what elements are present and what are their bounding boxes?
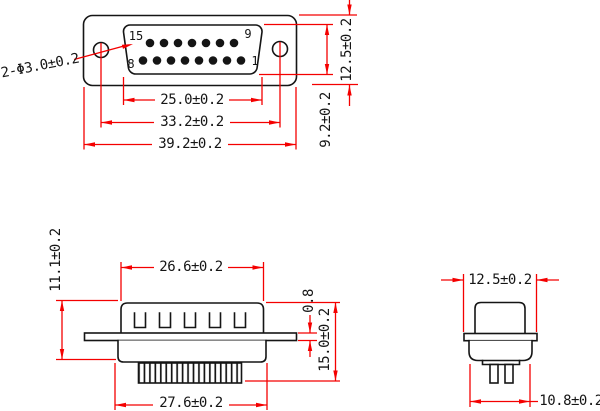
end-pin-left: [489, 363, 499, 384]
pin-dots-row-bottom: [138, 56, 246, 65]
dim-label-upper-height: 11.1±0.2: [48, 228, 64, 292]
pin-dots-row-top: [145, 38, 239, 48]
dim-pin-span: [122, 77, 263, 105]
dim-body-width-side: [114, 363, 268, 410]
side-shell-outline: [120, 302, 265, 336]
end-pin-pedestal: [481, 359, 521, 366]
pin-number-15: 15: [128, 29, 144, 43]
dim-label-flange-width-end: 12.5±0.2: [468, 272, 532, 288]
front-view-dimensions: [73, 0, 358, 150]
dim-shell-height: [259, 23, 333, 76]
dim-total-height: [245, 301, 340, 382]
dim-label-overall-width: 39.2±0.2: [158, 136, 222, 152]
end-view-dimensions: [441, 274, 559, 407]
dim-hole-span: [100, 42, 281, 128]
dim-label-hole-span: 33.2±0.2: [160, 114, 224, 130]
end-pin-right: [504, 363, 514, 384]
end-view-outline: [463, 301, 538, 384]
dim-label-shell-height: 9.2±0.2: [318, 92, 334, 148]
dim-label-body-width-side: 27.6±0.2: [159, 395, 223, 411]
pin-number-1: 1: [251, 54, 259, 68]
dim-upper-height: [56, 299, 118, 361]
dim-flange-thickness: [298, 315, 317, 357]
d-shell-outline: [122, 24, 263, 75]
dim-label-pin-span: 25.0±0.2: [160, 92, 224, 108]
end-shell-outline: [474, 301, 526, 335]
side-view-dimensions: [56, 262, 340, 410]
pin-number-9: 9: [244, 27, 252, 41]
dim-label-flange-thickness: 0.8: [301, 289, 317, 313]
side-contact-slots: [133, 312, 247, 329]
dim-flange-width-end: [441, 274, 559, 332]
dim-shell-width: [120, 262, 265, 301]
dim-label-total-height: 15.0±0.2: [317, 308, 333, 372]
side-pin-row-hatched: [137, 362, 243, 384]
dim-label-flange-height: 12.5±0.2: [339, 18, 355, 82]
dim-flange-height: [299, 0, 358, 106]
end-flange-plate: [463, 332, 538, 342]
dim-overall-width: [83, 87, 297, 150]
front-view-outline: [82, 14, 298, 87]
side-flange-plate: [83, 332, 298, 342]
side-insulator-body: [117, 339, 267, 363]
hole-note-leader: [73, 44, 133, 61]
dim-label-body-width-end: 10.8±0.2: [539, 393, 600, 409]
dim-label-shell-width: 26.6±0.2: [159, 259, 223, 275]
dim-body-width-end: [469, 364, 538, 407]
end-insulator-body: [468, 339, 533, 362]
pin-number-8: 8: [127, 57, 135, 71]
side-view-outline: [83, 302, 298, 384]
